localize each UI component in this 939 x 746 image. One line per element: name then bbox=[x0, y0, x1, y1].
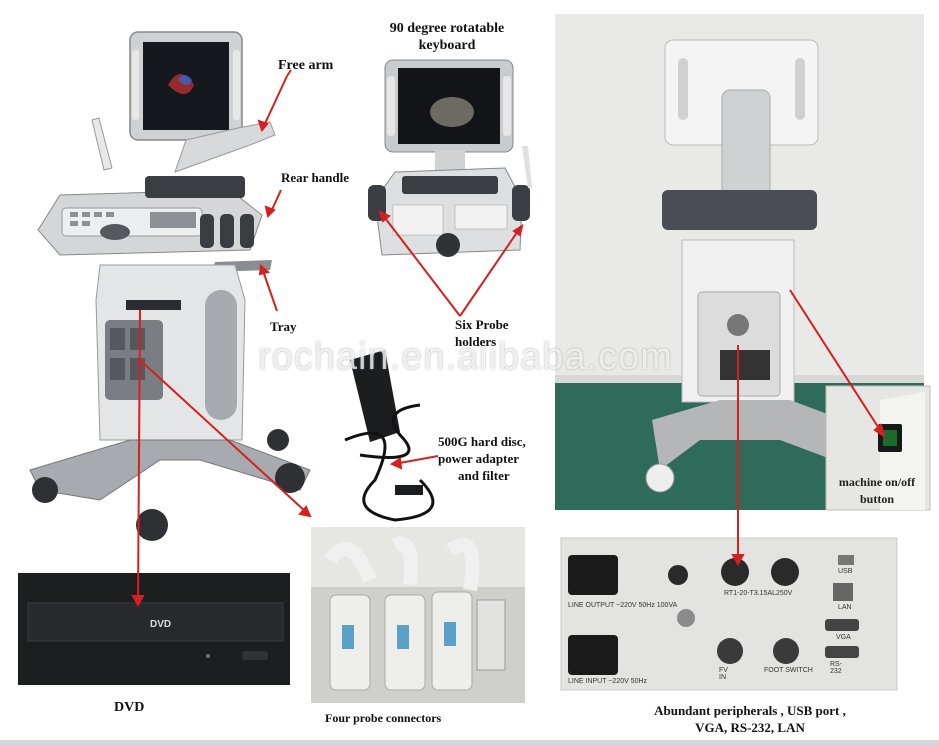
label-hard-disc-line1: 500G hard disc, bbox=[438, 434, 526, 449]
lan-label: LAN bbox=[838, 604, 852, 611]
label-six-probe-line1: Six Probe bbox=[455, 317, 509, 332]
fv-in-label: FV IN bbox=[719, 667, 728, 681]
usb-label: USB bbox=[838, 568, 853, 575]
label-peripherals: Abundant peripherals , USB port , VGA, R… bbox=[620, 702, 880, 736]
label-hard-disc: 500G hard disc, power adapter and filter bbox=[438, 433, 526, 484]
label-peripherals-line1: Abundant peripherals , USB port , bbox=[654, 703, 846, 718]
probe-connectors-photo bbox=[311, 527, 525, 703]
line-output-label: LINE OUTPUT ~220V 50Hz 100VA bbox=[568, 602, 678, 609]
label-peripherals-line2: VGA, RS-232, LAN bbox=[695, 720, 805, 735]
dvd-drive bbox=[18, 573, 290, 685]
label-free-arm: Free arm bbox=[278, 58, 334, 73]
watermark: rochain.en.alibaba.com bbox=[258, 336, 673, 378]
label-tray: Tray bbox=[270, 319, 297, 334]
rs232-label: RS-232 bbox=[830, 661, 843, 675]
label-hard-disc-line3: and filter bbox=[458, 468, 510, 483]
label-keyboard: 90 degree rotatable keyboard bbox=[372, 20, 522, 54]
ultrasound-cart-left bbox=[29, 31, 311, 541]
label-on-off-line2: button bbox=[859, 492, 894, 506]
label-keyboard-line1: 90 degree rotatable bbox=[389, 21, 505, 36]
label-keyboard-line2: keyboard bbox=[418, 38, 476, 53]
dvd-logo: DVD bbox=[150, 619, 172, 630]
callout-arrows bbox=[131, 69, 886, 608]
rear-io-panel bbox=[560, 537, 898, 691]
power-adapter bbox=[344, 350, 435, 522]
fuse-label: RT1-20-T3.15AL250V bbox=[724, 590, 793, 597]
label-six-probe-line2: holders bbox=[455, 334, 497, 349]
line-input-label: LINE INPUT ~220V 50Hz bbox=[568, 678, 648, 685]
bottom-strip bbox=[0, 740, 939, 746]
vga-label: VGA bbox=[836, 634, 851, 641]
label-rear-handle: Rear handle bbox=[281, 170, 350, 185]
label-six-probe: Six Probe holders bbox=[455, 316, 509, 350]
label-hard-disc-line2: power adapter bbox=[438, 451, 520, 466]
ultrasound-keyboard-center bbox=[368, 59, 532, 257]
label-on-off: machine on/off button bbox=[826, 474, 928, 508]
power-switch-inset bbox=[825, 385, 931, 511]
label-dvd: DVD bbox=[114, 700, 145, 715]
label-on-off-line1: machine on/off bbox=[838, 475, 916, 489]
label-four-probe: Four probe connectors bbox=[325, 711, 442, 725]
foot-switch-label: FOOT SWITCH bbox=[764, 667, 813, 674]
